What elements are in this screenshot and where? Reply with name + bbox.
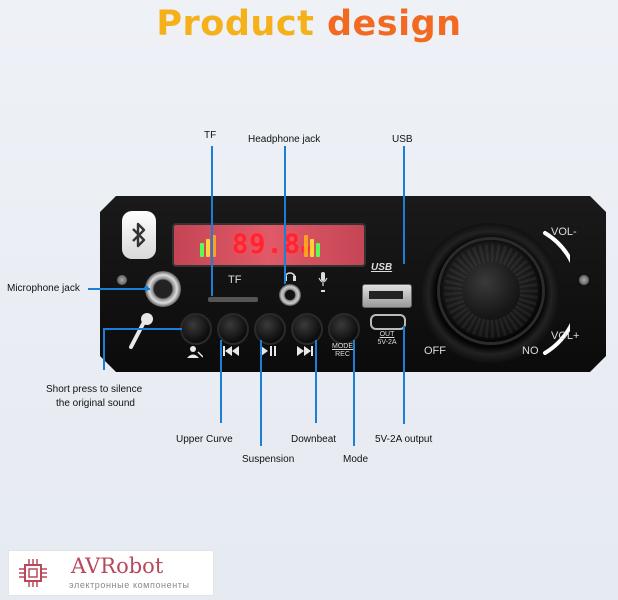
mode-button[interactable] (328, 313, 360, 345)
chip-icon (19, 559, 47, 587)
callout-line-usb (403, 146, 405, 264)
out-text: OUT (379, 331, 395, 338)
frequency-value: 89.8 (232, 229, 302, 260)
volume-arc-icon (543, 231, 570, 355)
label-usb: USB (392, 134, 413, 145)
screw-left (117, 275, 127, 285)
label-suspension: Suspension (242, 454, 295, 465)
label-upper-curve: Upper Curve (176, 434, 233, 445)
callout-line-output (403, 326, 405, 424)
screw-right (579, 275, 589, 285)
callout-line-headphone (284, 146, 286, 284)
logo-tagline: электронные компоненты (69, 580, 190, 590)
callout-line-tf (211, 146, 213, 296)
out-spec-text: 5V-2A (377, 339, 397, 346)
label-original-sound: the original sound (56, 398, 135, 409)
page-title: Product design (0, 4, 618, 44)
callout-line-suspension (260, 340, 262, 446)
callout-line-mic (88, 288, 150, 290)
label-headphone-jack: Headphone jack (248, 134, 321, 145)
label-tf: TF (204, 130, 217, 141)
next-icon (297, 346, 313, 359)
title-word-2: design (327, 4, 462, 44)
tf-slot-label: TF (228, 274, 242, 286)
bluetooth-icon (122, 211, 156, 259)
rec-text: REC (335, 351, 350, 358)
level-bars-right-icon (304, 235, 320, 257)
tf-card-slot (208, 297, 258, 302)
vol-minus-label: VOL- (551, 226, 577, 238)
person-mute-icon (187, 346, 204, 361)
no-label: NO (522, 345, 539, 357)
previous-icon (223, 346, 239, 359)
silence-button[interactable] (180, 313, 212, 345)
callout-line-silence-h (103, 328, 182, 330)
label-downbeat: Downbeat (291, 434, 337, 445)
upper-curve-button[interactable] (217, 313, 249, 345)
avrobot-logo: AVRobot электронные компоненты (8, 550, 214, 596)
out-label: OUT 5V-2A (370, 331, 404, 347)
label-mode: Mode (343, 454, 369, 465)
play-pause-icon (261, 346, 277, 359)
mode-rec-label: MODE REC (332, 343, 353, 359)
display-frequency: 89.8FM (232, 229, 314, 260)
typec-port (370, 314, 406, 330)
microphone-icon (318, 272, 328, 295)
suspension-button[interactable] (254, 313, 286, 345)
level-bars-left-icon (200, 235, 216, 257)
knob-cap (462, 262, 520, 320)
usb-logo: USB (371, 262, 393, 273)
logo-brand: AVRobot (71, 554, 164, 578)
microphone-stick-icon (128, 312, 154, 353)
mode-text: MODE (332, 343, 353, 350)
microphone-jack (145, 271, 181, 307)
off-label: OFF (424, 345, 446, 357)
label-short-press: Short press to silence (46, 384, 143, 395)
title-word-1: Product (156, 4, 315, 44)
vol-plus-label: VOL+ (551, 330, 580, 342)
callout-line-silence (103, 328, 105, 370)
fm-display: 89.8FM (172, 223, 366, 267)
callout-line-upper-curve (220, 340, 222, 423)
headphone-jack (279, 284, 301, 306)
downbeat-button[interactable] (291, 313, 323, 345)
label-output: 5V-2A output (375, 434, 433, 445)
callout-line-mode (353, 340, 355, 446)
label-microphone-jack: Microphone jack (7, 283, 80, 294)
callout-dot-mic (144, 286, 149, 291)
usb-port (362, 284, 412, 308)
callout-line-downbeat (315, 340, 317, 423)
